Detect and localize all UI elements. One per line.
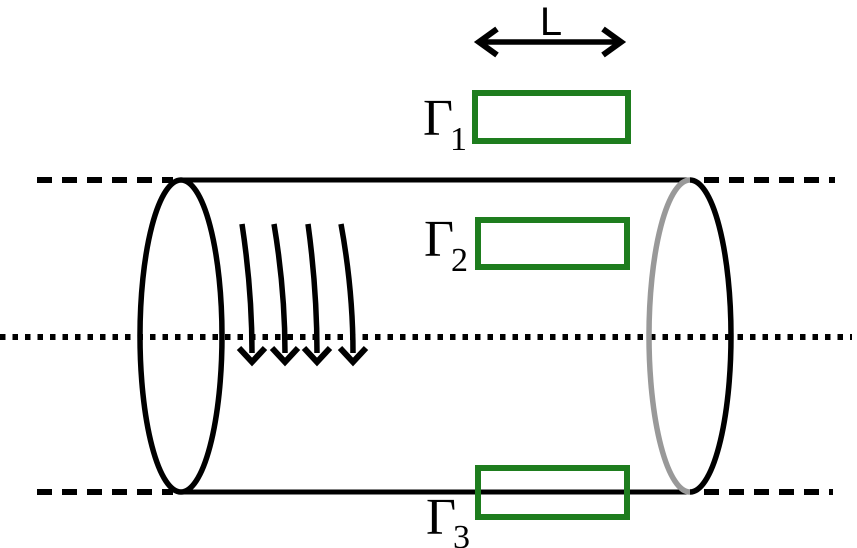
right-end-ellipse-back-arc: [646, 177, 691, 495]
left-end-ellipse: [137, 177, 225, 495]
gamma1-patch: [472, 90, 631, 144]
length-arrow-left-head: [473, 26, 499, 58]
gamma2-symbol: Γ: [424, 211, 454, 268]
flow-arrow-4-head: [337, 345, 369, 367]
flow-arrow-2: [269, 223, 301, 367]
length-dimension: L: [473, 0, 627, 58]
flow-arrow-1-shaft: [239, 223, 255, 354]
gamma2-label: Γ 2: [424, 211, 468, 279]
gamma2-subscript: 2: [451, 242, 468, 279]
gamma1-subscript: 1: [450, 121, 467, 158]
gamma3-symbol: Γ: [426, 489, 456, 546]
flow-arrow-4-shaft: [338, 223, 356, 354]
flow-arrow-3-shaft: [305, 223, 320, 354]
flow-arrow-3: [301, 223, 333, 367]
length-label: L: [540, 0, 562, 44]
gamma1-symbol: Γ: [423, 90, 453, 147]
flow-arrow-1-head: [236, 345, 268, 367]
gamma1-label: Γ 1: [423, 90, 467, 158]
gamma3-label: Γ 3: [426, 489, 470, 548]
length-arrow-right-head: [601, 26, 627, 58]
gamma2-patch: [475, 217, 630, 270]
right-end-ellipse-front-arc: [689, 177, 734, 495]
flow-arrows: [236, 223, 369, 367]
gamma3-patch: [475, 465, 630, 520]
flow-arrow-3-head: [301, 345, 333, 367]
flow-arrow-4: [337, 223, 369, 367]
gamma3-subscript: 3: [453, 519, 470, 548]
flow-arrow-2-shaft: [271, 223, 288, 354]
flow-arrow-1: [236, 223, 268, 367]
flow-arrow-2-head: [269, 345, 301, 367]
